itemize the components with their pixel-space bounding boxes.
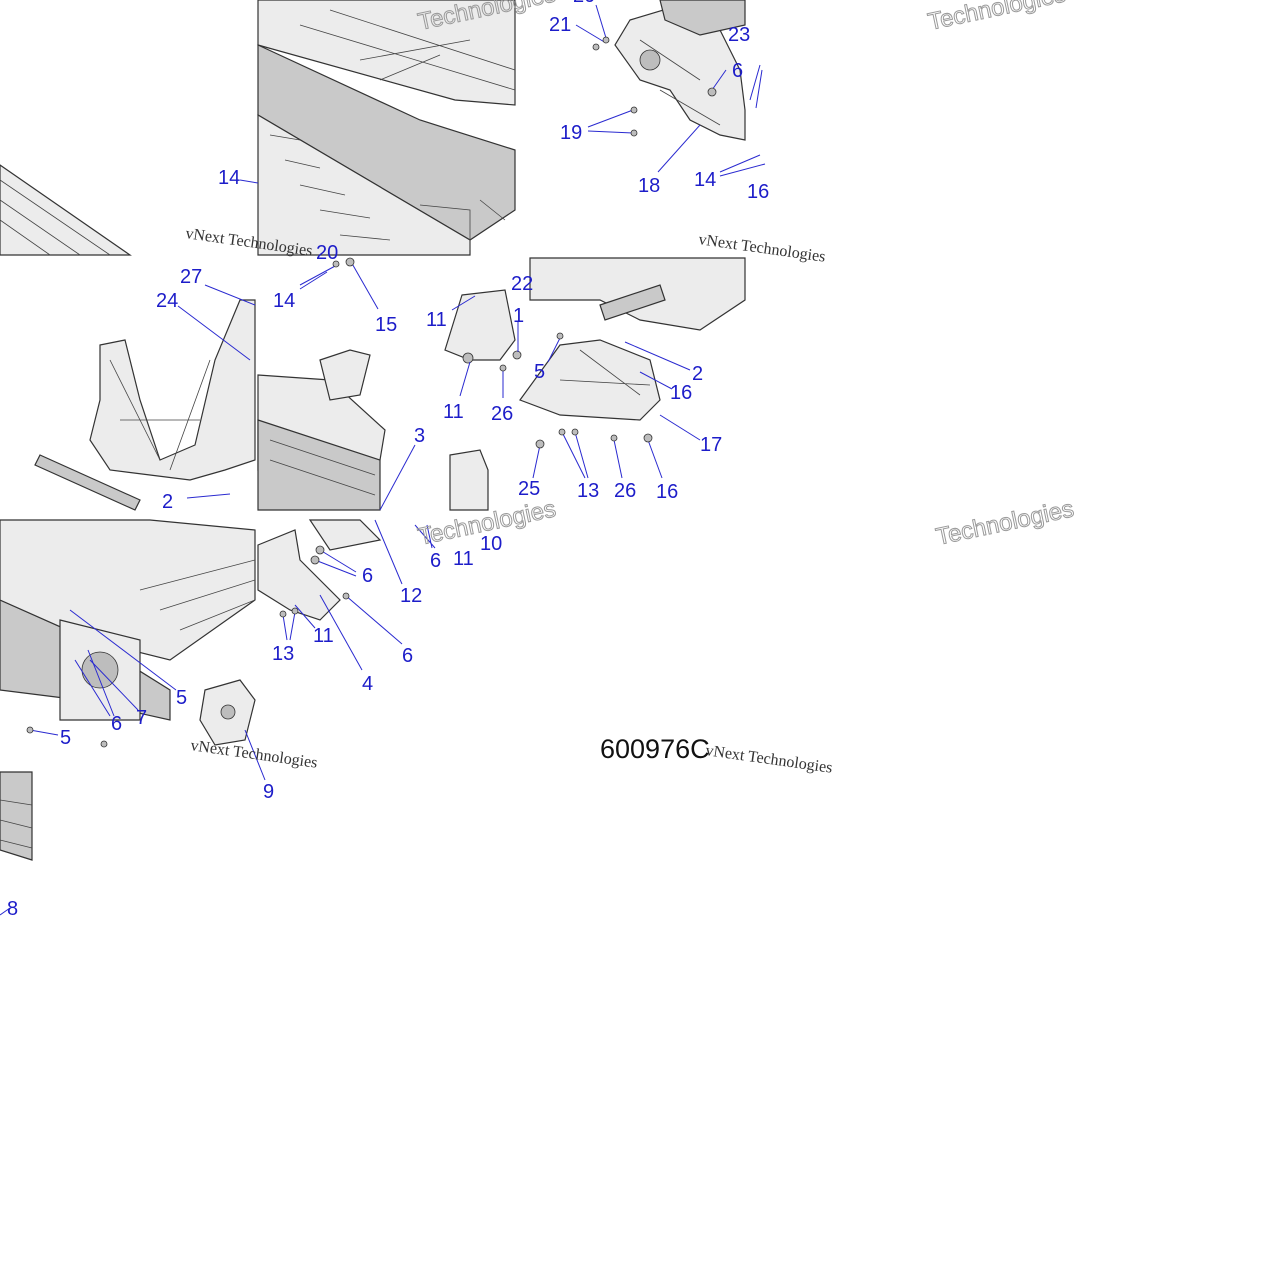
callout-25: 25 — [518, 478, 540, 500]
callout-16-mid: 16 — [670, 382, 692, 404]
callout-6-top: 6 — [732, 60, 743, 82]
callout-10: 10 — [480, 533, 502, 555]
callout-16-top: 16 — [747, 181, 769, 203]
diagram-code: 600976C — [600, 734, 710, 764]
lower-bracket-drawing — [199, 519, 382, 746]
leader-lines — [0, 4, 766, 916]
callout-12: 12 — [400, 585, 422, 607]
lower-tunnel-drawing — [0, 519, 256, 721]
watermark-5: Technologies — [926, 0, 1069, 36]
callout-20-top: 20 — [573, 0, 595, 7]
callout-21: 21 — [549, 14, 571, 36]
callout-9: 9 — [263, 781, 274, 803]
callout-14-left: 14 — [218, 167, 240, 189]
callout-5-center: 5 — [534, 361, 545, 383]
callout-11-lower-center: 11 — [313, 625, 334, 647]
callout-16-lower: 16 — [656, 481, 678, 503]
callout-8: 8 — [7, 898, 18, 920]
callout-27: 27 — [180, 266, 202, 288]
callout-22: 22 — [511, 273, 533, 295]
callout-19: 19 — [560, 122, 582, 144]
left-suspension-drawing — [34, 299, 256, 511]
callout-24: 24 — [156, 290, 178, 312]
callout-26-lower: 26 — [614, 480, 636, 502]
callout-18: 18 — [638, 175, 660, 197]
callout-11-right: 11 — [453, 548, 474, 570]
callout-17: 17 — [700, 434, 722, 456]
callout-5-bottom: 5 — [60, 727, 71, 749]
callout-6-lower-center: 6 — [402, 645, 413, 667]
callout-7: 7 — [136, 707, 147, 729]
callout-23: 23 — [728, 24, 750, 46]
callout-3: 3 — [414, 425, 425, 447]
callout-1: 1 — [513, 305, 524, 327]
front-arm-drawing — [444, 289, 522, 364]
callout-13-right: 13 — [577, 480, 599, 502]
callout-14-center: 14 — [273, 290, 295, 312]
callout-11-lower: 11 — [443, 401, 464, 423]
callout-11-upper: 11 — [426, 309, 447, 331]
callout-15: 15 — [375, 314, 397, 336]
callout-13-lower: 13 — [272, 643, 294, 665]
watermark-4: vNext Technologies — [704, 742, 833, 777]
fastener-markers — [26, 36, 717, 748]
tunnel-drawing — [257, 0, 516, 256]
callout-6-center-right: 6 — [430, 550, 441, 572]
frame-rail-drawing — [0, 164, 132, 256]
callout-labels: 20 21 23 6 18 19 14 16 14 20 14 15 27 24… — [7, 0, 769, 920]
watermark-7: Technologies — [934, 495, 1077, 551]
callout-5-lower-left: 5 — [176, 687, 187, 709]
rear-bracket-drawing — [614, 0, 746, 141]
right-suspension-drawing — [519, 257, 746, 421]
callout-26-upper: 26 — [491, 403, 513, 425]
callout-6-lower-left: 6 — [111, 713, 122, 735]
callout-2-left: 2 — [162, 491, 173, 513]
callout-14-top-right: 14 — [694, 169, 716, 191]
track-fragment-drawing — [0, 771, 33, 861]
callout-4: 4 — [362, 673, 373, 695]
center-tunnel-drawing — [257, 349, 489, 511]
callout-20-center: 20 — [316, 242, 338, 264]
callout-2-right: 2 — [692, 363, 703, 385]
callout-6-center: 6 — [362, 565, 373, 587]
watermark-3: vNext Technologies — [189, 737, 318, 772]
